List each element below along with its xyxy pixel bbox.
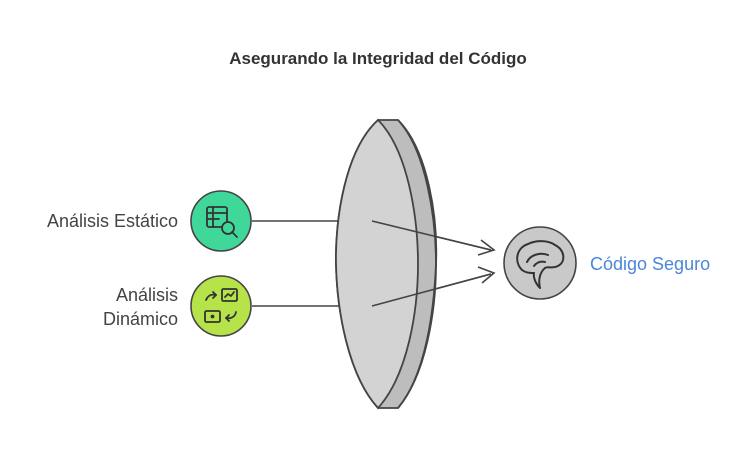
connector-dynamic-overlay bbox=[371, 273, 492, 307]
dynamic-analysis-circle bbox=[190, 275, 252, 337]
lens bbox=[335, 118, 438, 410]
dynamic-process-icon bbox=[204, 288, 238, 323]
input-node-static-analysis bbox=[190, 190, 252, 252]
output-label-secure-code: Código Seguro bbox=[590, 254, 711, 274]
arrowhead-dynamic bbox=[477, 266, 496, 284]
connector-static-overlay bbox=[371, 220, 492, 251]
input-label-static-analysis: Análisis Estático bbox=[46, 211, 178, 231]
static-analysis-circle bbox=[190, 190, 252, 252]
output-node-secure-code bbox=[503, 226, 577, 300]
input-label-dynamic-line-1: Análisis bbox=[115, 285, 178, 305]
input-label-dynamic-analysis: Análisis Dinámico bbox=[103, 283, 178, 331]
lens-back-edge bbox=[397, 119, 438, 409]
table-search-icon bbox=[206, 206, 238, 238]
output-circle bbox=[503, 226, 577, 300]
brain-icon bbox=[516, 240, 565, 289]
diagram-title: Asegurando la Integridad del Código bbox=[229, 49, 527, 68]
input-node-dynamic-analysis bbox=[190, 275, 252, 337]
connector-overlays bbox=[371, 220, 496, 307]
lens-face bbox=[335, 118, 419, 410]
input-label-dynamic-line-2: Dinámico bbox=[102, 309, 178, 329]
arrowhead-static bbox=[477, 239, 496, 256]
